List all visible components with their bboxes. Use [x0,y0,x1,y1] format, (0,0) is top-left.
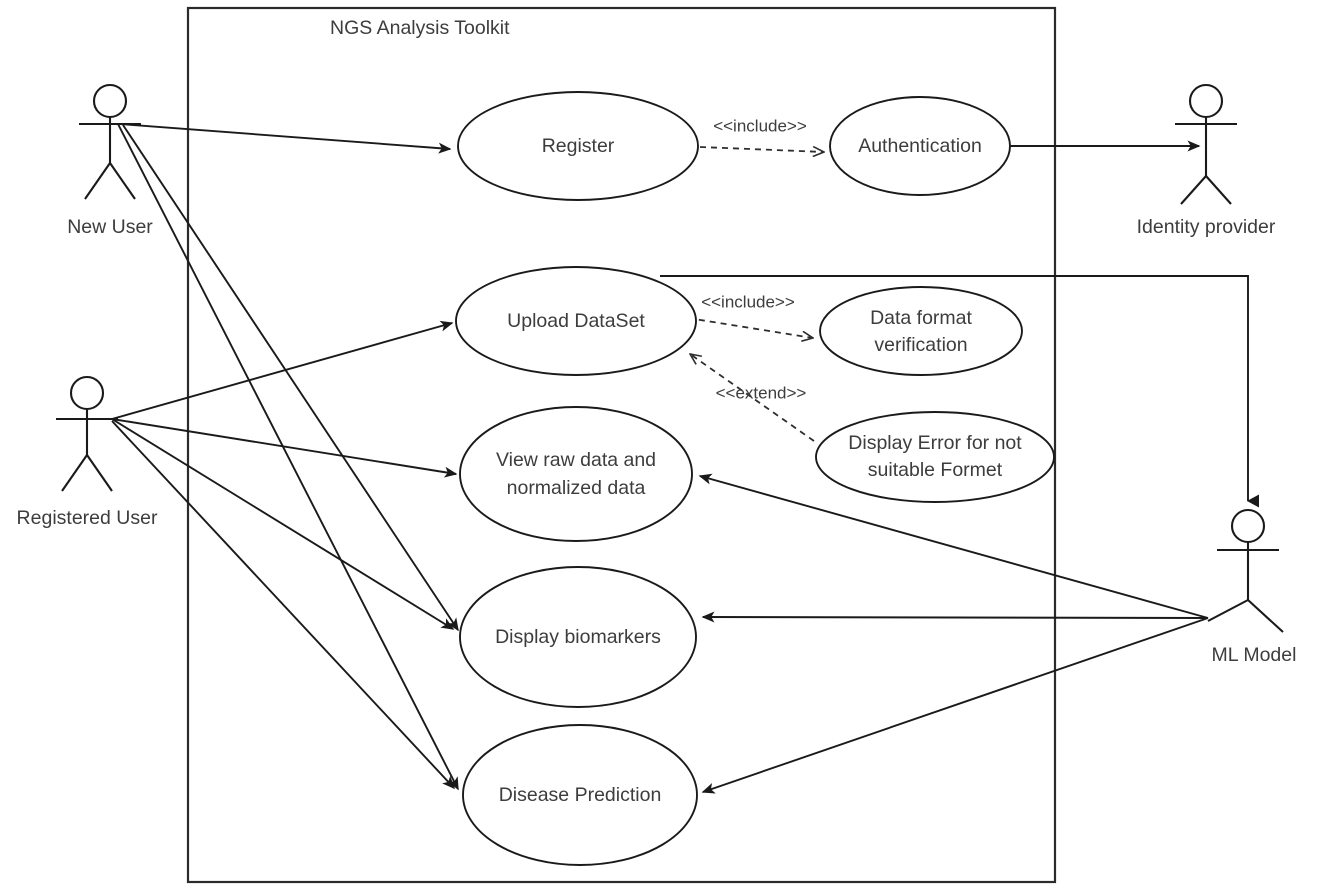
actor-left-leg [84,162,111,200]
actor-left-leg [61,454,88,492]
use-case-ellipse[interactable] [829,96,1011,196]
stereotype-include-register-authentication: <<include>> [713,116,807,135]
association-upload-dataset-to-ml-model [660,275,1259,508]
use-case-register[interactable]: Register [457,91,699,201]
dependency-display-error-extends-upload-dataset [690,354,815,442]
actor-head-icon [92,83,128,119]
actor-right-leg [86,454,113,492]
use-case-label: Authentication [858,135,982,157]
association-ml-model-to-view-raw-data [698,473,1209,619]
association-ml-model-to-disease-prediction [701,617,1209,794]
actor-left-leg [1207,599,1249,622]
use-case-label: Upload DataSet [507,310,645,332]
use-case-display-error-format[interactable]: Display Error for not suitable Formet [815,411,1055,503]
use-case-ellipse[interactable] [459,406,693,542]
actor-left-leg [1180,175,1207,205]
association-new-user-to-disease-prediction [117,123,459,791]
dependency-upload-includes-data-format-verification [687,317,813,338]
use-case-authentication[interactable]: Authentication [829,96,1011,196]
use-case-ellipse[interactable] [819,286,1023,376]
actor-new-user[interactable]: New User [67,83,153,238]
use-case-label-line-1: View raw data and [496,449,656,471]
actor-label: Identity provider [1137,216,1276,238]
use-case-label: Disease Prediction [499,784,662,806]
association-registered-user-to-view-raw-data [111,418,458,478]
system-boundary-box [186,6,1057,884]
use-case-ellipse[interactable] [455,266,697,376]
use-case-display-biomarkers[interactable]: Display biomarkers [459,566,697,708]
use-case-label-line-2: suitable Formet [868,459,1003,481]
actor-head-icon [1188,83,1224,119]
actor-right-leg [1247,599,1284,633]
actor-registered-user[interactable]: Registered User [17,375,158,529]
association-ml-model-to-display-biomarkers [701,611,1209,623]
actor-label: Registered User [17,507,158,529]
association-new-user-to-display-biomarkers [122,124,459,632]
use-case-disease-prediction[interactable]: Disease Prediction [462,724,698,866]
use-case-ellipse[interactable] [459,566,697,708]
use-case-label: Display biomarkers [495,626,661,648]
system-boundary-label: NGS Analysis Toolkit [330,17,510,39]
actor-head-icon [1230,508,1266,544]
use-case-view-raw-normalized-data[interactable]: View raw data and normalized data [459,406,693,542]
use-case-ellipse[interactable] [462,724,698,866]
stereotype-extend-error-upload: <<extend>> [716,383,807,402]
use-case-label-line-1: Data format [870,307,972,329]
use-case-label-line-1: Display Error for not [848,432,1022,454]
use-case-label-line-2: normalized data [507,477,646,499]
dependency-register-includes-authentication [699,147,824,152]
actor-head-icon [69,375,105,411]
actor-right-leg [1205,175,1232,205]
association-new-user-to-register [119,123,452,154]
actor-label: New User [67,216,153,238]
use-case-upload-dataset[interactable]: Upload DataSet [455,266,697,376]
use-case-label-line-2: verification [874,334,967,356]
use-case-ellipse[interactable] [815,411,1055,503]
use-case-ellipse[interactable] [457,91,699,201]
actor-ml-model[interactable]: ML Model [1207,508,1297,666]
use-case-label: Register [542,135,615,157]
actor-right-leg [109,162,136,200]
association-registered-user-to-upload-dataset [111,320,454,420]
association-registered-user-to-display-biomarkers [111,418,455,630]
stereotype-include-upload-verification: <<include>> [701,292,795,311]
actor-label: ML Model [1212,644,1297,666]
association-registered-user-to-disease-prediction [111,420,456,790]
use-case-data-format-verification[interactable]: Data format verification [819,286,1023,376]
actor-identity-provider[interactable]: Identity provider [1137,83,1276,238]
